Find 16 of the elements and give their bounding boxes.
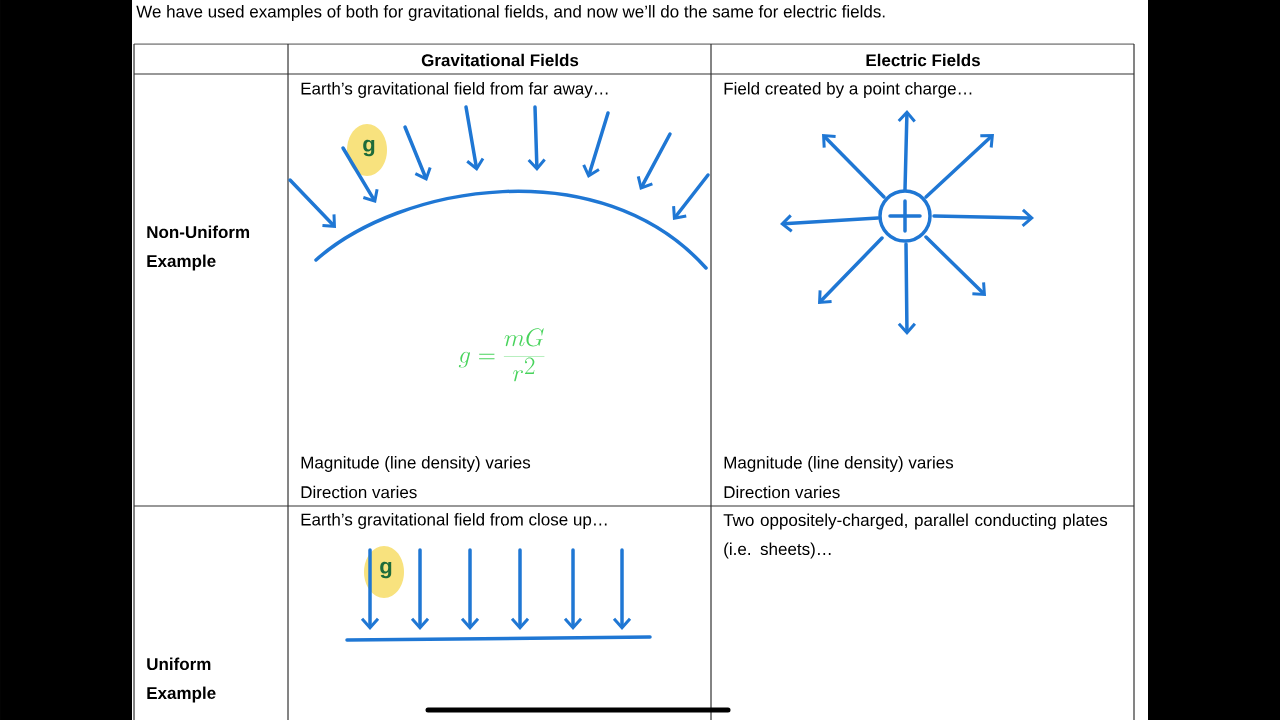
formula: $g=\frac{mG}{r^{2}}$ xyxy=(458,328,545,382)
cell-text: Direction varies xyxy=(301,485,417,499)
cell-text: Field created by a point charge… xyxy=(724,82,972,98)
cell-text: Magnitude (line density) varies xyxy=(301,456,531,472)
field-label: g xyxy=(363,139,375,157)
cell-text: Direction varies xyxy=(724,485,840,499)
cell-text: Earth’s gravitational field from far away… xyxy=(301,82,608,98)
field-label: g xyxy=(380,561,392,579)
intro-sentence: We have used examples of both for gravitational fields, and now we’ll do the same for electric fields. xyxy=(136,5,885,21)
column-heading: Electric Fields xyxy=(866,53,980,67)
cell-text: Magnitude (line density) varies xyxy=(724,456,954,472)
row-heading: Uniform Example xyxy=(147,657,216,703)
column-heading: Gravitational Fields xyxy=(421,53,579,67)
row-heading: Non-Uniform Example xyxy=(147,225,250,271)
cell-text: Two oppositely-charged, parallel conducting plates (i.e. sheets)… xyxy=(723,513,1108,559)
cell-text: Earth’s gravitational field from close up… xyxy=(301,513,607,529)
